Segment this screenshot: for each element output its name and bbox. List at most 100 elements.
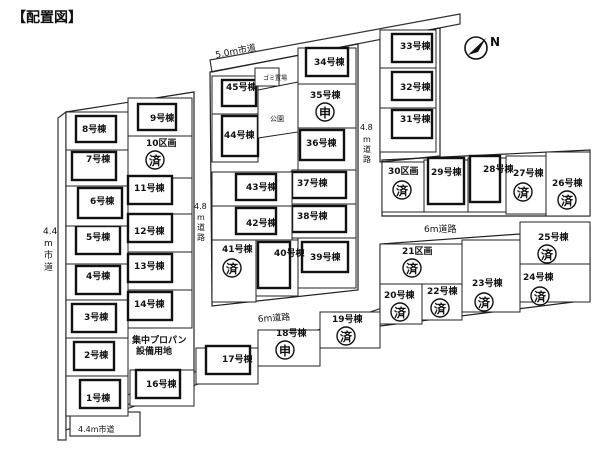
house-footprint-31 — [390, 108, 434, 140]
lot-label-13: 13号棟 — [134, 260, 166, 272]
lot-label-24: 24号棟 — [523, 271, 555, 283]
road-label-inner-48a-2: m — [197, 213, 205, 222]
lot-29: 29号棟 — [423, 156, 469, 213]
lot-label-34: 34号棟 — [314, 56, 346, 68]
road-label-inner-48a-4: 路 — [197, 232, 205, 242]
status-badge-25: 済 — [541, 247, 554, 262]
house-footprint-16 — [134, 368, 182, 400]
lot-label-36: 36号棟 — [306, 137, 338, 149]
house-footprint-32 — [390, 70, 434, 102]
lot-label-38: 38号棟 — [297, 210, 329, 222]
lot-label-21: 21区画 — [402, 246, 433, 257]
status-badge-ring-24 — [530, 286, 550, 306]
lot-label-43: 43号棟 — [246, 181, 278, 193]
lot-label-26: 26号棟 — [552, 177, 584, 189]
road-label-inner-48b-4: 路 — [363, 154, 371, 164]
map-title: 【配置図】 — [12, 9, 82, 26]
lot-label-4: 4号棟 — [86, 270, 111, 282]
status-badge-35: 申 — [319, 105, 331, 120]
road-label-inner-48a-1: 4.8 — [194, 202, 207, 211]
house-footprint-29 — [426, 156, 466, 206]
lot-34: 34号棟 — [297, 46, 357, 85]
lot-33: 33号棟 — [379, 29, 437, 69]
house-footprint-14 — [126, 290, 174, 322]
house-footprint-7 — [70, 150, 118, 182]
lot-layer: 1号棟2号棟3号棟4号棟5号棟6号棟7号棟8号棟9号棟10区画済11号棟12号棟… — [65, 29, 591, 417]
lot-label-7: 7号棟 — [86, 153, 111, 165]
house-footprint-9 — [136, 102, 178, 132]
road-label-west-44-b: m — [44, 239, 53, 249]
lot-label-18: 18号棟 — [276, 327, 308, 339]
road-label-inner-48b-3: 道 — [363, 144, 371, 154]
house-footprint-45 — [220, 78, 258, 108]
road-label-inner-48b-1: 4.8 — [360, 123, 373, 132]
lot-label-30: 30区画 — [388, 166, 419, 177]
status-badge-ring-20 — [390, 302, 410, 322]
lot-label-31: 31号棟 — [400, 113, 432, 125]
garbage-label: ゴミ置場 — [263, 74, 287, 82]
house-footprint-4 — [74, 264, 122, 296]
lot-label-12: 12号棟 — [134, 225, 166, 237]
compass-n-label: N — [490, 35, 500, 49]
status-badge-23: 済 — [478, 295, 491, 310]
house-footprint-8 — [74, 114, 118, 144]
lot-label-17: 17号棟 — [222, 353, 254, 365]
status-badge-ring-35 — [315, 102, 335, 122]
lot-label-32: 32号棟 — [400, 81, 432, 93]
lot-1: 1号棟 — [65, 375, 129, 417]
lot-label-28: 28号棟 — [483, 163, 515, 175]
road-west — [57, 110, 67, 441]
lot-label-44: 44号棟 — [224, 129, 256, 141]
lot-label-33: 33号棟 — [400, 40, 432, 52]
house-footprint-34 — [304, 46, 350, 78]
road-label-bottom-44: 4.4m市道 — [78, 424, 115, 434]
house-footprint-28 — [468, 154, 502, 204]
lot-36: 36号棟 — [297, 127, 357, 171]
road-label-inner-48b-2: m — [363, 135, 371, 144]
house-footprint-40 — [256, 240, 292, 290]
lot-label-10: 10区画 — [146, 138, 177, 149]
lot-label-22: 22号棟 — [427, 285, 459, 297]
lot-label-14: 14号棟 — [134, 298, 166, 310]
house-footprint-3 — [70, 302, 118, 334]
lot-6: 6号棟 — [65, 185, 129, 227]
lot-5: 5号棟 — [65, 224, 129, 265]
road-label-east-6m: 6m道路 — [424, 223, 457, 235]
status-badge-ring-41 — [222, 258, 242, 278]
lot-label-39: 39号棟 — [310, 251, 342, 263]
lot-44: 44号棟 — [211, 113, 260, 163]
lot-label-27: 27号棟 — [513, 167, 545, 179]
lot-2: 2号棟 — [65, 337, 129, 377]
house-footprint-2 — [72, 340, 116, 372]
road-label-west-44-a: 4.4 — [43, 227, 58, 237]
park-area — [257, 81, 299, 139]
lot-38: 38号棟 — [290, 203, 357, 239]
status-badge-26: 済 — [561, 193, 574, 208]
house-footprint-12 — [126, 212, 174, 244]
house-footprint-6 — [76, 186, 124, 220]
lot-label-8: 8号棟 — [82, 123, 107, 135]
lot-32: 32号棟 — [379, 67, 437, 109]
lot-42: 42号棟 — [211, 205, 293, 241]
lot-4: 4号棟 — [65, 263, 129, 301]
lot-label-2: 2号棟 — [84, 349, 109, 361]
lot-label-23: 23号棟 — [472, 277, 504, 289]
lot-28: 28号棟 — [467, 154, 515, 213]
lot-14: 14号棟 — [126, 289, 193, 329]
lot-45: 45号棟 — [211, 75, 259, 115]
house-footprint-42 — [234, 206, 278, 236]
house-footprint-1 — [78, 378, 122, 410]
lot-label-40: 40号棟 — [274, 247, 306, 259]
lot-label-3: 3号棟 — [84, 311, 109, 323]
house-footprint-33 — [390, 32, 434, 64]
propane-facility: 集中プロパン 設備用地 — [131, 334, 186, 357]
lot-label-1: 1号棟 — [86, 392, 111, 404]
park-label: 公園 — [270, 115, 284, 123]
road-label-inner-48b: 4.8 m 道 路 — [360, 123, 373, 164]
